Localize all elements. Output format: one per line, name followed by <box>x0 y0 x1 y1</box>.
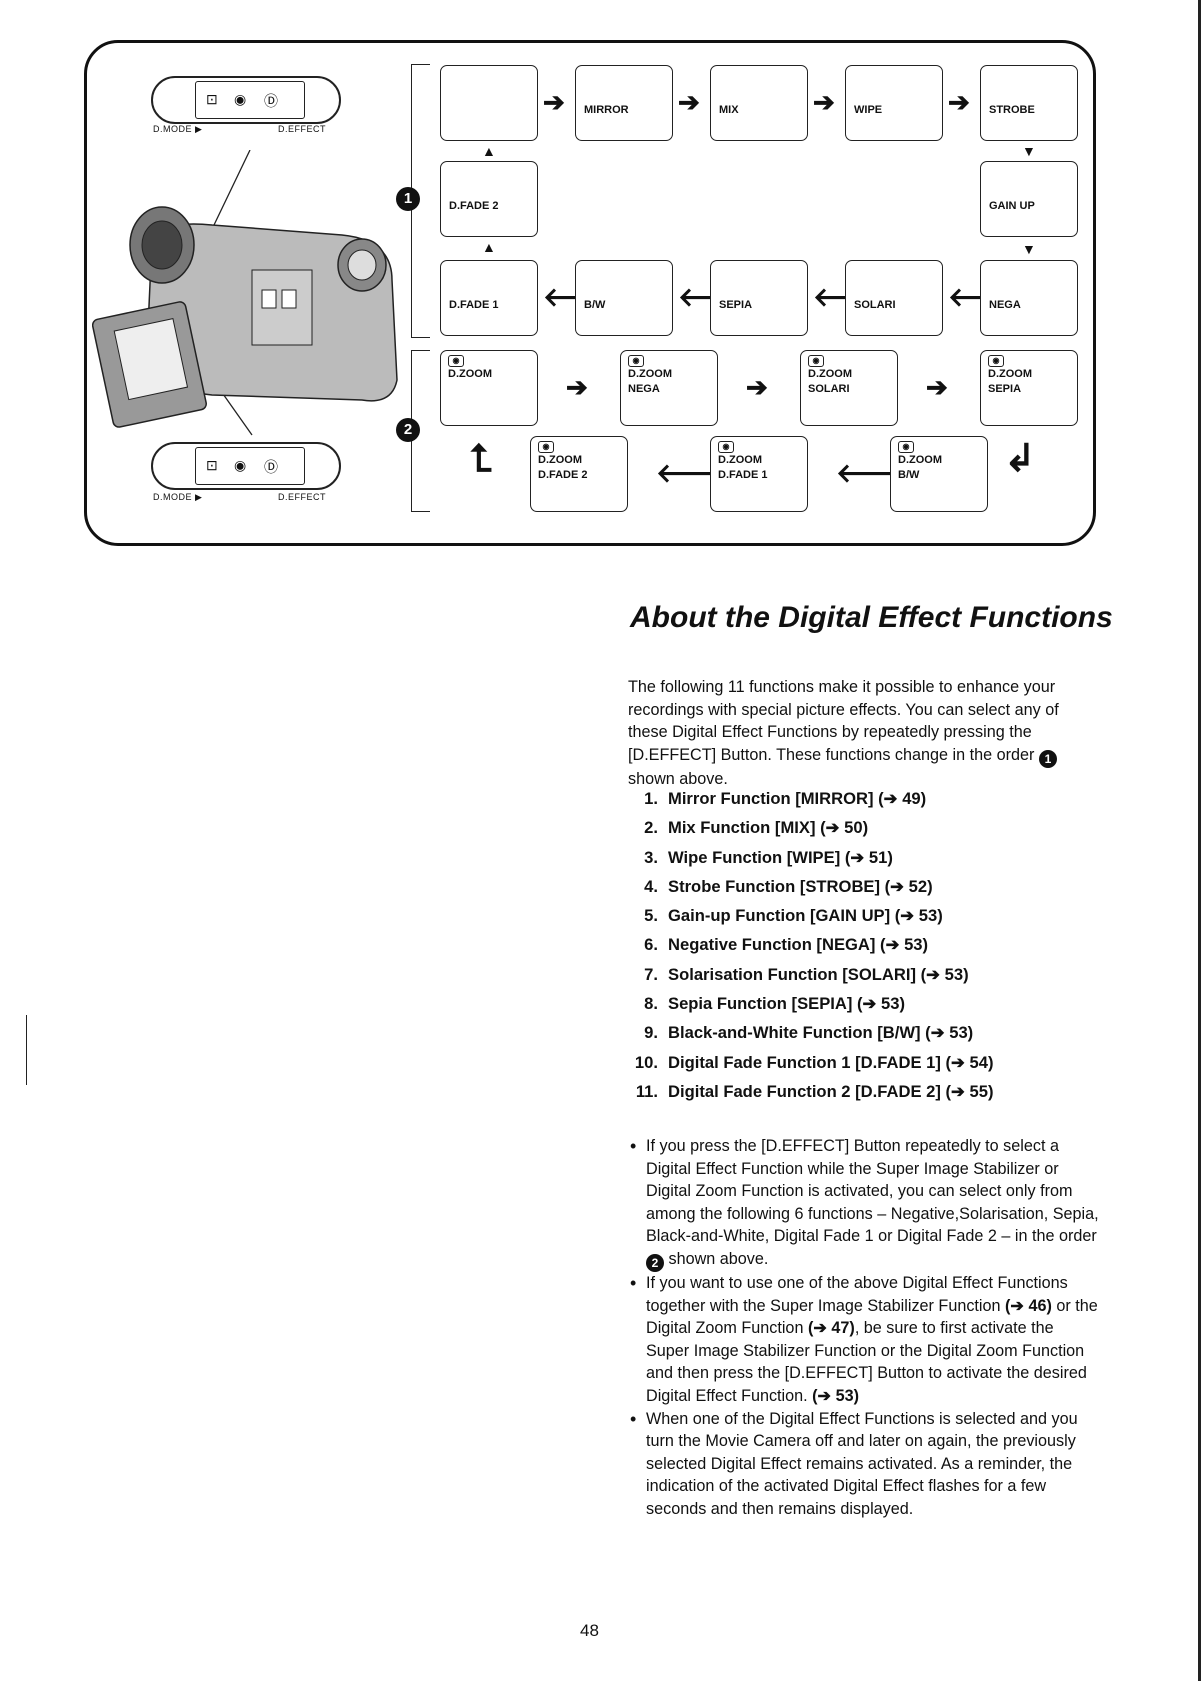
deffect-label-top: D.EFFECT <box>278 124 326 134</box>
camcorder-illustration <box>92 150 398 436</box>
return-up-arrow-icon: ⮤ <box>470 438 493 480</box>
dmode-label-top: D.MODE ▶ <box>153 124 203 134</box>
arrow-up-icon: ▲ <box>482 143 496 159</box>
viewfinder-eyepiece <box>347 249 377 281</box>
function-list: 1.Mirror Function [MIRROR] (➔ 49) 2.Mix … <box>626 789 1126 1111</box>
zoom-indicator-icon: ◉ <box>988 355 1004 367</box>
dmode-label-bottom: D.MODE ▶ <box>153 492 203 502</box>
arrow-down-icon: ▼ <box>1022 143 1036 159</box>
sequence1-marker-inline: 1 <box>1038 749 1057 768</box>
scan-mark <box>26 1015 27 1085</box>
sequence2-marker-inline: 2 <box>646 1253 664 1272</box>
zoom-indicator-icon: ◉ <box>628 355 644 367</box>
effect-box-mirror: MIRROR <box>575 65 673 141</box>
stabilizer-icon: ⊡ <box>206 457 218 473</box>
effect-box-nega: NEGA <box>980 260 1078 336</box>
zoom-indicator-icon: ◉ <box>808 355 824 367</box>
list-item: 8.Sepia Function [SEPIA] (➔ 53) <box>644 994 906 1014</box>
indicator-window-lit: ⊡ ◉ Ⓓ <box>195 447 305 485</box>
zoom-icon: ◉ <box>234 91 247 107</box>
arrow-right: ➔ <box>948 87 970 117</box>
list-item: 6.Negative Function [NEGA] (➔ 53) <box>644 935 929 955</box>
list-item: 5.Gain-up Function [GAIN UP] (➔ 53) <box>644 906 943 926</box>
note-item: If you press the [D.EFFECT] Button repea… <box>630 1135 1100 1272</box>
note-item: If you want to use one of the above Digi… <box>630 1272 1100 1408</box>
zoom-indicator-icon: ◉ <box>538 441 554 453</box>
arrow-up-icon: ▲ <box>482 239 496 255</box>
lens-inner <box>141 220 183 270</box>
sequence2-marker: 2 <box>396 418 420 442</box>
effect-box-strobe: STROBE <box>980 65 1078 141</box>
effect-box-start <box>440 65 538 141</box>
section-heading: About the Digital Effect Functions <box>630 601 1113 634</box>
zoom-indicator-icon: ◉ <box>448 355 464 367</box>
arrow-right: ➔ <box>746 372 768 402</box>
page-edge-line <box>1198 0 1201 1681</box>
intro-paragraph: The following 11 functions make it possi… <box>628 678 1059 788</box>
indicator-window: ⊡ ◉ Ⓓ <box>195 81 305 119</box>
list-item: 3.Wipe Function [WIPE] (➔ 51) <box>644 847 893 867</box>
notes-list: If you press the [D.EFFECT] Button repea… <box>630 1135 1100 1521</box>
zoom-icon: ◉ <box>234 457 247 473</box>
effect-box-dfade2: D.FADE 2 <box>440 161 538 237</box>
effect-box-gainup: GAIN UP <box>980 161 1078 237</box>
deffect-label-bottom: D.EFFECT <box>278 492 326 502</box>
effect-box-sepia: SEPIA <box>710 260 808 336</box>
zoom-indicator-icon: ◉ <box>898 441 914 453</box>
zoom-box-plain: ◉D.ZOOM <box>440 350 538 426</box>
effect-box-bw: B/W <box>575 260 673 336</box>
button-a <box>261 289 277 309</box>
list-item: 10.Digital Fade Function 1 [D.FADE 1] (➔… <box>634 1052 994 1072</box>
effect-box-solari: SOLARI <box>845 260 943 336</box>
effect-box-mix: MIX <box>710 65 808 141</box>
mode-indicator-bottom: ⊡ ◉ Ⓓ <box>151 442 341 490</box>
note-item: When one of the Digital Effect Functions… <box>630 1408 1100 1521</box>
effect-icon: Ⓓ <box>264 459 278 475</box>
list-item: 1.Mirror Function [MIRROR] (➔ 49) <box>644 789 927 808</box>
mode-indicator-top: ⊡ ◉ Ⓓ <box>151 76 341 124</box>
arrow-right: ➔ <box>813 87 835 117</box>
effect-box-dfade1: D.FADE 1 <box>440 260 538 336</box>
list-item: 11.Digital Fade Function 2 [D.FADE 2] (➔… <box>635 1081 994 1101</box>
digital-effect-diagram <box>84 40 1096 546</box>
zoom-indicator-icon: ◉ <box>718 441 734 453</box>
lcd-screen <box>113 318 189 401</box>
list-item: 7.Solarisation Function [SOLARI] (➔ 53) <box>644 964 969 984</box>
arrow-down-icon: ▼ <box>1022 241 1036 257</box>
stabilizer-icon: ⊡ <box>206 91 218 107</box>
return-down-arrow-icon: ↲ <box>1004 438 1036 480</box>
arrow-right: ➔ <box>678 87 700 117</box>
list-item: 2.Mix Function [MIX] (➔ 50) <box>644 818 869 838</box>
page-number: 48 <box>580 1621 599 1640</box>
arrow-right: ➔ <box>926 372 948 402</box>
effect-icon: Ⓓ <box>264 93 278 109</box>
arrow-right: ➔ <box>543 87 565 117</box>
list-item: 9.Black-and-White Function [B/W] (➔ 53) <box>644 1023 974 1043</box>
arrow-right: ➔ <box>566 372 588 402</box>
sequence1-marker: 1 <box>396 187 420 211</box>
list-item: 4.Strobe Function [STROBE] (➔ 52) <box>644 876 933 896</box>
effect-box-wipe: WIPE <box>845 65 943 141</box>
button-b <box>281 289 297 309</box>
